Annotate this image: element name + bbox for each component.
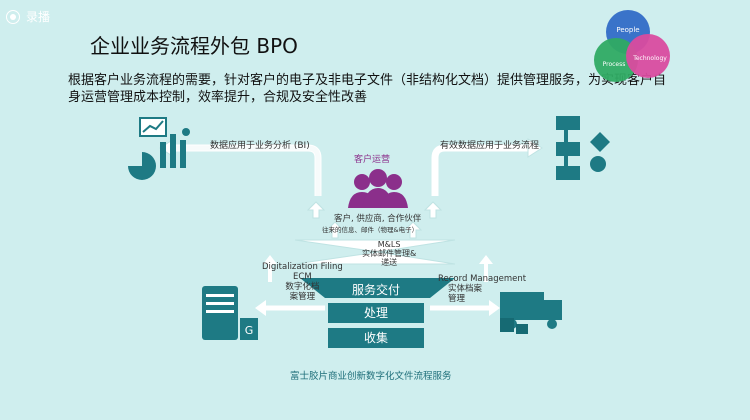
people-process-technology-venn: People Process Technology	[594, 10, 670, 82]
delivery-truck-icon	[500, 292, 562, 334]
svg-text:G: G	[245, 324, 254, 337]
venn-technology-label: Technology	[632, 55, 667, 62]
venn-people-label: People	[616, 26, 639, 34]
up-arrow-icon	[403, 221, 423, 239]
records-label: 往来的信息、邮件（物理&电子）	[322, 226, 419, 234]
collection-block: 收集	[328, 328, 424, 348]
customer-ops-label: 客户运营	[354, 155, 391, 165]
bi-label: 数据应用于业务分析 (BI)	[210, 141, 310, 151]
presentation-chart-icon	[128, 117, 190, 180]
business-process-label: 有效数据应用于业务流程	[440, 141, 540, 151]
record-management-label: Record Management 实体档案 管理	[438, 274, 527, 304]
left-horizontal-arrow-icon	[255, 300, 266, 316]
partners-label: 客户, 供应商, 合作伙伴	[334, 214, 422, 224]
up-arrow-icon	[423, 201, 443, 219]
footer-caption: 富士胶片商业创新数字化文件流程服务	[290, 371, 452, 382]
record-icon	[6, 9, 20, 24]
right-arrowhead-icon	[527, 138, 543, 158]
server-icon: G	[202, 286, 258, 340]
people-group-icon	[348, 169, 408, 208]
up-arrow-icon	[325, 221, 345, 239]
up-arrow-icon	[306, 201, 326, 219]
mailroom-label: M&LS 实体邮件管理& 递送	[362, 240, 417, 267]
processing-block: 处理	[328, 303, 424, 323]
recording-label: 录播	[26, 10, 51, 24]
venn-process-circle	[594, 38, 638, 82]
digitalization-label: Digitalization Filing ECM 数字化档 案管理	[262, 262, 343, 302]
venn-technology-circle	[626, 34, 670, 78]
service-delivery-label: 服务交付	[351, 283, 400, 297]
service-delivery-shape	[300, 278, 455, 298]
flowchart-icon	[556, 116, 610, 180]
page-description: 根据客户业务流程的需要，针对客户的电子及非电子文件（非结构化文档）提供管理服务，…	[68, 73, 667, 105]
venn-process-label: Process	[603, 61, 626, 68]
recording-badge: 录播	[6, 8, 50, 25]
page-title: 企业业务流程外包 BPO	[90, 34, 298, 58]
right-horizontal-arrow-icon	[489, 300, 500, 316]
